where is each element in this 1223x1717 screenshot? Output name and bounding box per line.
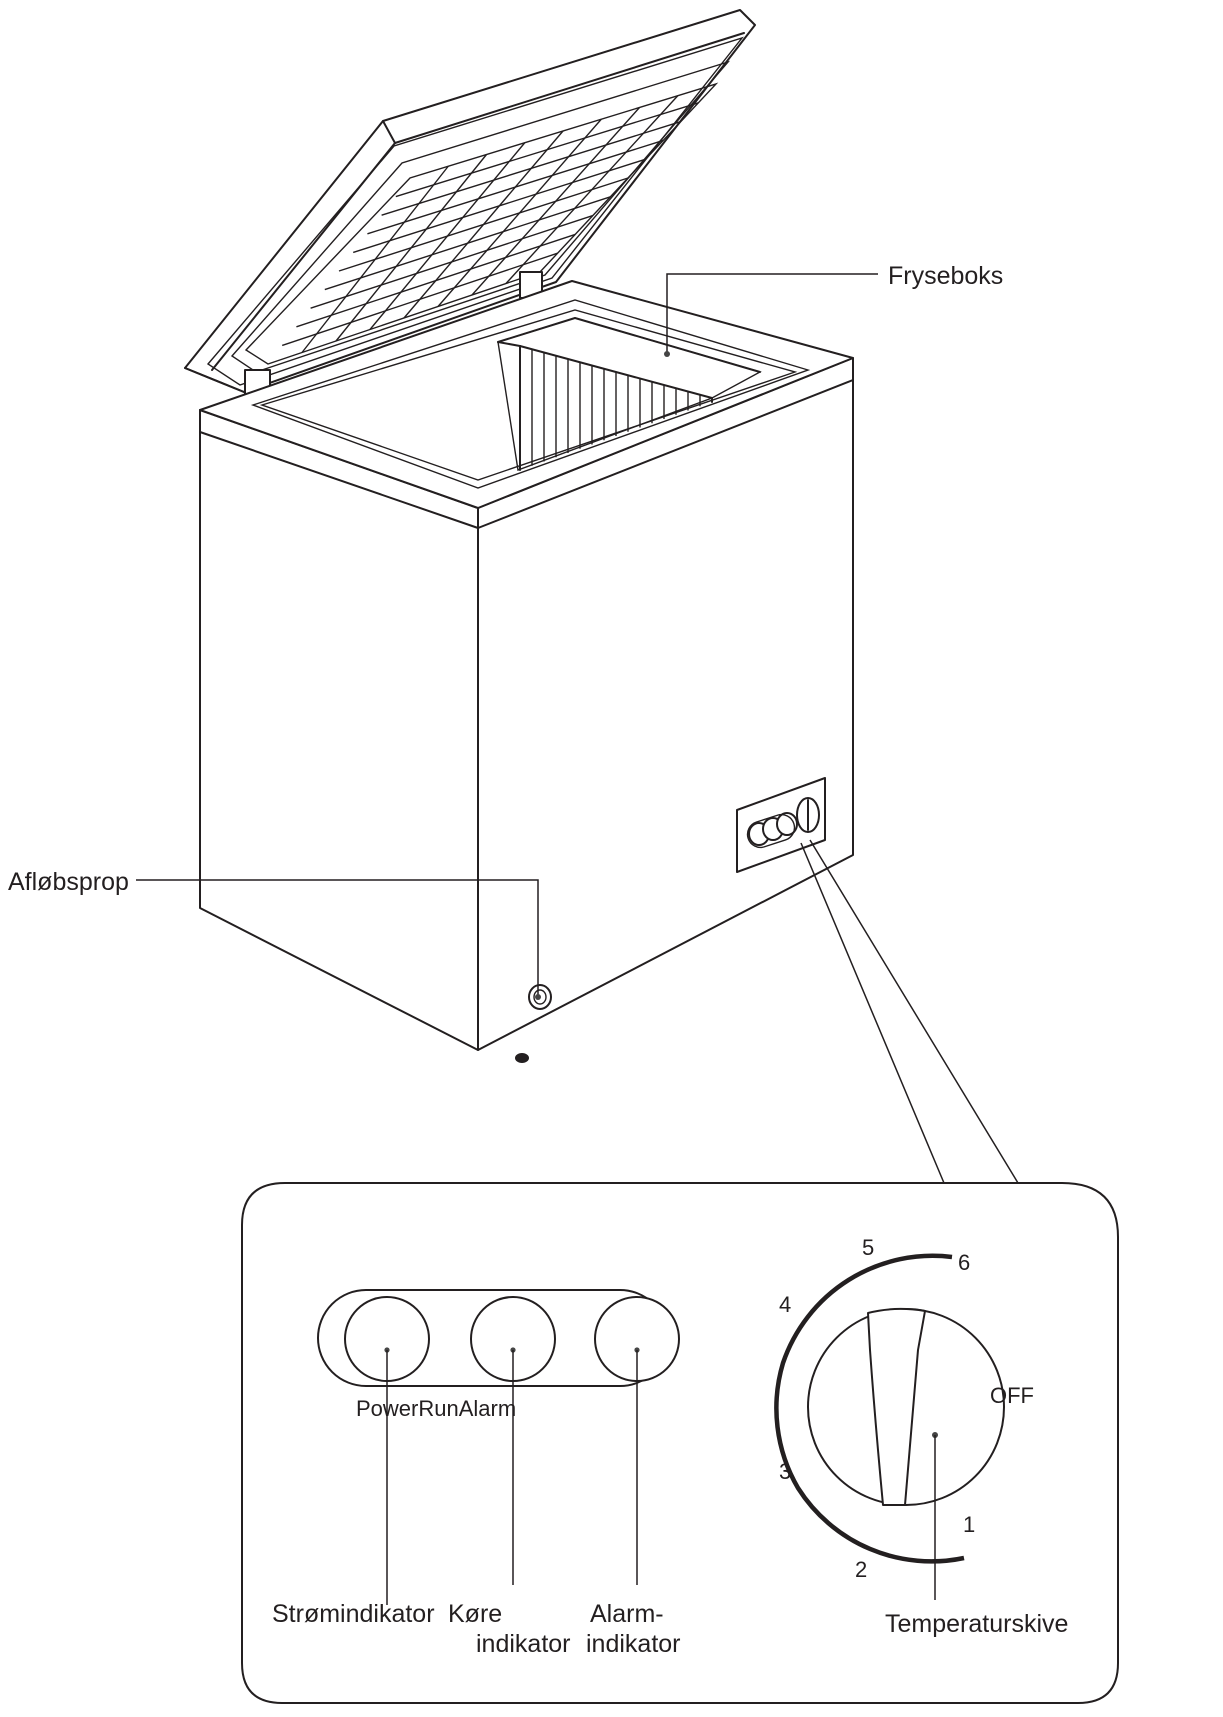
thermostat-knob-icon: 1 2 3 4 5 6 OFF Temperaturskive [774, 1235, 1068, 1638]
label-temperaturskive: Temperaturskive [885, 1610, 1068, 1638]
dial-mark-6: 6 [958, 1250, 970, 1275]
dial-mark-3: 3 [779, 1459, 791, 1484]
label-koere-indikator-1: Køre [448, 1600, 502, 1628]
dial-scale-arc [774, 1253, 965, 1564]
zoom-line-left [800, 842, 945, 1184]
lid-grid-line [335, 154, 488, 342]
freezer-basket-icon [497, 317, 762, 471]
label-stroemindikator: Strømindikator [272, 1600, 435, 1628]
lid-grid-pattern [281, 95, 699, 353]
callout-afloebsprop: Afløbsprop [8, 868, 541, 1000]
dial-mark-4: 4 [779, 1292, 791, 1317]
freezer-cabinet [199, 280, 854, 1063]
callout-fryseboks: Fryseboks [664, 262, 1003, 357]
label-koere-indikator-2: indikator [476, 1630, 571, 1658]
freezer-lid [184, 9, 756, 401]
lid-grid-line [471, 107, 641, 296]
dial-mark-2: 2 [855, 1557, 867, 1582]
panel-text-power-run-alarm: PowerRunAlarm [356, 1396, 516, 1421]
dial-off-label: OFF [990, 1383, 1034, 1408]
label-fryseboks: Fryseboks [888, 262, 1003, 290]
label-afloebsprop: Afløbsprop [8, 868, 129, 896]
lid-grid-line [369, 142, 526, 330]
chest-freezer-icon [184, 9, 854, 1063]
label-alarm-indikator-1: Alarm- [590, 1600, 664, 1628]
dial-mark-1: 1 [963, 1512, 975, 1537]
lid-grid-line [437, 118, 602, 307]
control-panel-icon [736, 777, 826, 873]
lid-grid-line [403, 130, 564, 319]
panel-light-3 [776, 812, 798, 836]
freezer-foot [515, 1053, 529, 1063]
lid-grid-line [301, 165, 449, 353]
control-panel-detail: PowerRunAlarm Strømindikator Køre indika… [241, 1182, 1119, 1704]
indicator-lights: PowerRunAlarm [317, 1289, 680, 1605]
zoom-line-right [809, 839, 1019, 1184]
dial-grip [867, 1307, 926, 1506]
basket-wires [531, 349, 701, 466]
label-alarm-indikator-2: indikator [586, 1630, 681, 1658]
lid-grid-line [505, 95, 679, 284]
dial-mark-5: 5 [862, 1235, 874, 1260]
